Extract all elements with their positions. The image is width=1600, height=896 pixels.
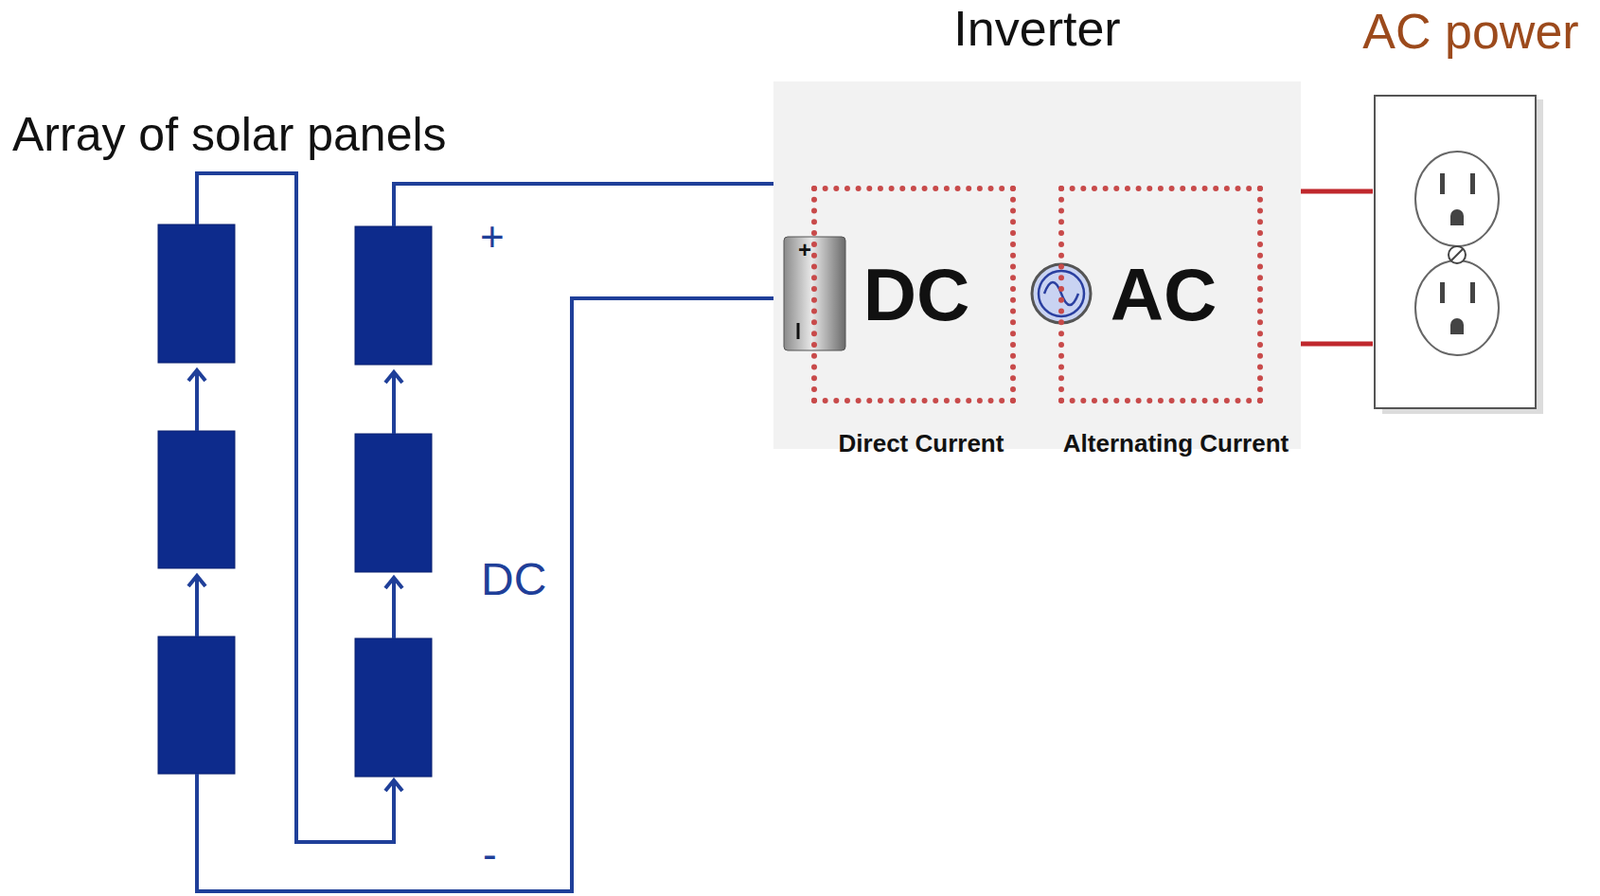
ac-box: ACAlternating Current [1058,185,1263,404]
ac-power-heading: AC power [1362,6,1579,56]
inverter-heading: Inverter [953,3,1120,54]
plus-terminal: + [480,215,505,258]
dc-wires [196,173,774,891]
dc-label: DC [480,556,547,603]
outlet: AC power [1372,93,1547,417]
inverter-box: InverterDCDirect CurrentACAlternating Cu… [773,81,1301,449]
dc-caption: Direct Current [838,430,1005,456]
outlet-drawing [1372,93,1547,417]
inverter-symbols [773,81,1301,449]
dc-box: DCDirect Current [811,185,1016,404]
ac-caption: Alternating Current [1063,430,1289,456]
ac-wire [1300,189,1373,195]
minus-terminal: - [482,833,498,875]
ac-text: AC [1110,257,1218,332]
series-arrows [188,370,403,791]
dc-text: DC [863,257,971,332]
array-title: Array of solar panels [12,110,447,159]
battery-plus: + [798,238,812,262]
ac-wire [1300,341,1373,347]
